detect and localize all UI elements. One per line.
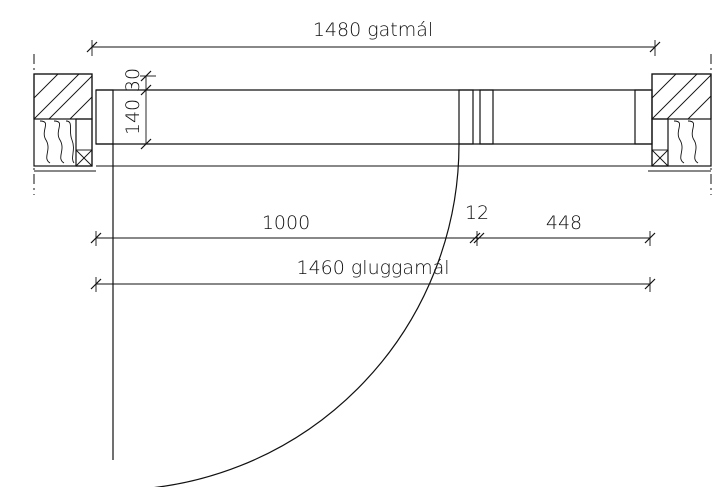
- leaf-width-label: 1000: [262, 212, 310, 234]
- gap-label: 12: [465, 202, 489, 224]
- overall-frame-label: 1480 gatmál: [313, 19, 433, 41]
- dimension-frame-depth: 30 140: [122, 68, 156, 150]
- dimension-leaf-gap-panel: 1000 12 448: [90, 202, 656, 246]
- dimension-opening: 1460 gluggamál: [90, 257, 656, 292]
- door-swing: [112, 143, 460, 487]
- frame-depth-label: 140: [122, 99, 144, 135]
- left-wall-section: [33, 54, 96, 195]
- dimension-overall-frame: 1480 gatmál: [86, 19, 661, 56]
- frame-depth-top-label: 30: [122, 68, 144, 92]
- opening-label: 1460 gluggamál: [297, 257, 450, 279]
- door-frame: [95, 89, 653, 167]
- right-wall-section: [648, 54, 712, 195]
- side-panel-label: 448: [546, 212, 582, 234]
